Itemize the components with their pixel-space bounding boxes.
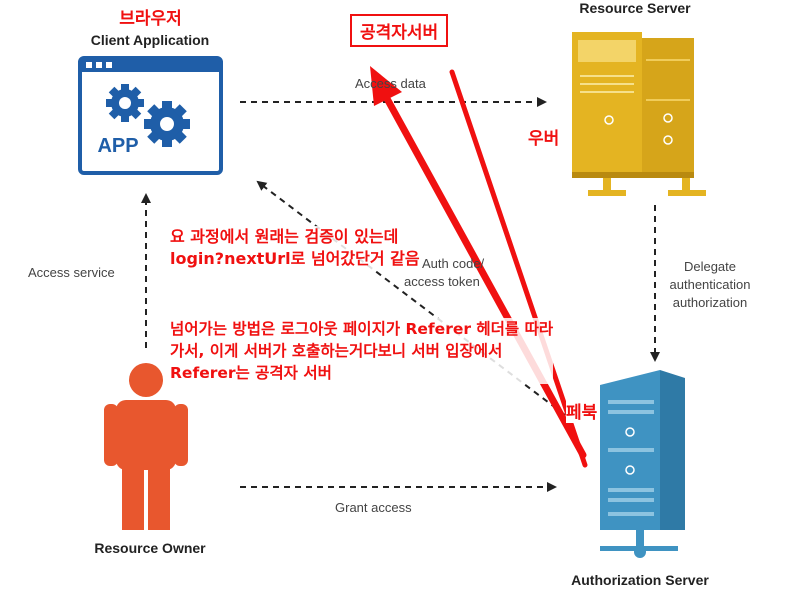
edge-label-access-service: Access service xyxy=(28,265,115,280)
edge-label-grant-access: Grant access xyxy=(335,500,412,515)
gear-icon xyxy=(106,84,144,122)
note-2: 넘어가는 방법은 로그아웃 페이지가 Referer 헤더를 따라 가서, 이게… xyxy=(170,318,554,384)
app-label: APP xyxy=(97,135,139,157)
authorization-server-title: Authorization Server xyxy=(571,572,709,588)
client-korean-label: 브라우저 xyxy=(119,9,182,29)
resource-owner-icon xyxy=(104,363,188,530)
client-title: Client Application xyxy=(90,32,210,48)
edge-label-auth-code-1: Auth code/ xyxy=(422,256,485,271)
client-app-icon xyxy=(78,56,223,175)
note-2-line-1: 넘어가는 방법은 로그아웃 페이지가 Referer 헤더를 따라 xyxy=(170,320,554,338)
attacker-server-label: 공격자서버 xyxy=(350,14,449,47)
authorization-server-korean-label: 페북 xyxy=(566,398,598,423)
edge-label-auth-code-2: access token xyxy=(404,274,480,289)
red-line-attacker xyxy=(449,69,588,468)
resource-owner-title: Resource Owner xyxy=(94,540,206,556)
delegate-line-3: authorization xyxy=(672,295,748,310)
delegate-line-2: authentication xyxy=(669,277,751,292)
edge-label-access-data: Access data xyxy=(355,76,426,91)
arrow-auth-code xyxy=(256,180,566,416)
note-2-line-3: Referer는 공격자 서버 xyxy=(170,364,332,382)
red-arrow-line xyxy=(381,91,587,459)
gear-icon xyxy=(144,101,190,147)
note-1: 요 과정에서 원래는 검증이 있는데 login?nextUrl로 넘어갔단거 … xyxy=(170,226,420,270)
resource-server-icon xyxy=(572,32,706,196)
resource-server-korean-label: 우버 xyxy=(528,124,560,149)
note-1-line-2: login?nextUrl로 넘어갔단거 같음 xyxy=(170,249,420,268)
note-2-line-2: 가서, 이게 서버가 호출하는거다보니 서버 입장에서 xyxy=(170,342,503,360)
authorization-server-icon xyxy=(600,370,685,558)
edge-label-delegate: Delegate authentication authorization xyxy=(650,258,770,312)
resource-server-title: Resource Server xyxy=(579,0,691,16)
note-1-line-1: 요 과정에서 원래는 검증이 있는데 xyxy=(170,227,399,246)
delegate-line-1: Delegate xyxy=(683,259,737,274)
red-arrow-head xyxy=(370,66,402,106)
